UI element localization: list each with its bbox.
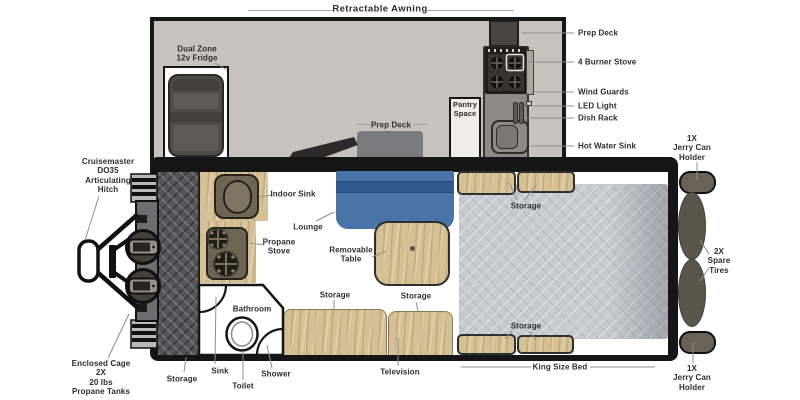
prep-deck-dash-left	[356, 124, 371, 125]
burner-stove-frame	[485, 47, 527, 94]
indoor-sink-basin	[223, 180, 252, 214]
led-light-label: LED Light	[578, 101, 617, 111]
spare-tire	[678, 192, 706, 260]
storage-label: Storage	[510, 321, 542, 331]
bathroom-label: Bathroom	[232, 304, 272, 314]
prep-deck-extension	[489, 20, 519, 47]
prep-deck-label: Prep Deck	[578, 28, 619, 38]
dual-zone-fridge	[168, 74, 224, 157]
king-size-bed-label: King Size Bed	[532, 362, 588, 372]
hitch-label: Cruisemaster DO35 Articulating Hitch	[81, 157, 135, 195]
fridge-divider	[170, 112, 222, 122]
king-size-bed	[459, 184, 668, 339]
dish-rack-label: Dish Rack	[578, 113, 618, 123]
leader-line	[107, 313, 130, 359]
removable-table-label: Removable Table	[329, 245, 373, 264]
dish-rack	[519, 102, 524, 124]
aframe-bar	[94, 269, 140, 310]
prep-deck-table	[357, 131, 423, 160]
propane-stove-unit	[206, 227, 248, 280]
wind-guard	[526, 50, 534, 95]
burner-stove-label: 4 Burner Stove	[578, 57, 637, 67]
bed-storage-block	[517, 335, 574, 354]
prep-deck-center-label: Prep Deck	[370, 120, 412, 130]
pantry-label: Pantry Space	[453, 100, 477, 118]
aframe-bar	[110, 269, 140, 291]
fridge-top-compartment	[173, 93, 219, 109]
television-label: Television	[380, 367, 420, 377]
lounge-sofa	[336, 171, 454, 229]
title-line-right	[426, 10, 514, 11]
storage-label: Storage	[510, 201, 542, 211]
storage-bench	[283, 309, 387, 355]
aframe-bar	[110, 231, 140, 253]
shower-label: Shower	[261, 369, 291, 379]
page-title: Retractable Awning	[332, 3, 428, 15]
jerry-can-holder-top	[679, 171, 716, 194]
indoor-sink-label: Indoor Sink	[270, 189, 316, 199]
prep-deck-dash-right	[413, 124, 428, 125]
jerry-can-holder-bottom	[679, 331, 716, 354]
table-mount	[410, 246, 415, 251]
bed-storage-block	[457, 334, 516, 355]
dish-rack	[513, 102, 518, 124]
fridge-handle	[173, 79, 219, 91]
spare-tires-label: 2X Spare Tires	[707, 246, 731, 275]
hot-water-sink-basin	[496, 125, 518, 149]
propane-stove-label: Propane Stove	[262, 237, 296, 256]
front-storage-box	[158, 172, 200, 355]
hot-water-sink-label: Hot Water Sink	[578, 141, 636, 151]
storage-label: Storage	[400, 291, 432, 301]
hitch-assembly	[77, 173, 161, 349]
aframe-crossbar	[109, 245, 116, 278]
bed-storage-block	[517, 171, 575, 193]
title-line-left	[248, 10, 334, 11]
toilet-label: Toilet	[232, 381, 254, 391]
fridge-bottom-compartment	[173, 125, 219, 151]
storage-label: Storage	[319, 290, 351, 300]
hitch-coupler	[77, 239, 100, 283]
led-light	[526, 101, 532, 106]
propane-tanks-label: Enclosed Cage 2X 20 lbs Propane Tanks	[71, 359, 131, 397]
bed-storage-block	[457, 171, 516, 195]
jerry-can-top-label: 1X Jerry Can Holder	[673, 133, 711, 162]
indoor-sink-unit	[214, 174, 259, 219]
sink-label: Sink	[211, 366, 229, 376]
spare-tire	[678, 259, 706, 327]
lounge-label: Lounge	[293, 222, 323, 232]
stove-knobs	[488, 49, 524, 52]
storage-label: Storage	[166, 374, 198, 384]
pantry-box	[449, 97, 481, 159]
lounge-backrest	[336, 181, 454, 193]
fridge-label: Dual Zone 12v Fridge	[176, 44, 218, 63]
television-bench	[388, 311, 453, 355]
aframe-bar	[94, 212, 140, 253]
leader-line	[84, 195, 100, 241]
stove-burner-panel	[488, 54, 524, 91]
removable-table	[374, 221, 450, 286]
wind-guards-label: Wind Guards	[578, 87, 629, 97]
jerry-can-bottom-label: 1X Jerry Can Holder	[673, 363, 711, 392]
